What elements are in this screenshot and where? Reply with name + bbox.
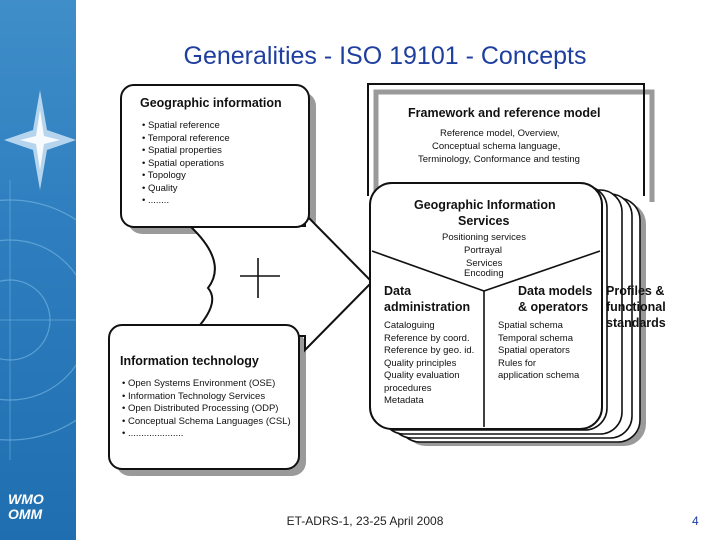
services-item: Services bbox=[466, 258, 503, 269]
list-item: Metadata bbox=[384, 395, 424, 406]
services-card bbox=[369, 182, 603, 430]
profiles-line-1: Profiles & bbox=[606, 284, 665, 298]
list-item: Cataloguing bbox=[384, 320, 435, 331]
services-heading-line-2: Services bbox=[458, 214, 510, 228]
geographic-information-list: Spatial reference Temporal reference Spa… bbox=[142, 120, 230, 208]
list-item: Temporal schema bbox=[498, 332, 573, 344]
list-item: Temporal reference bbox=[142, 133, 230, 146]
page-number: 4 bbox=[692, 514, 699, 528]
services-item: Portrayal bbox=[464, 245, 503, 256]
services-heading-line-1: Geographic Information bbox=[414, 198, 556, 212]
data-models-heading-line-2: & operators bbox=[518, 300, 589, 314]
list-item: Information Technology Services bbox=[122, 391, 291, 404]
divider-right bbox=[483, 250, 601, 292]
list-item: Quality principles bbox=[384, 357, 457, 369]
services-item: Positioning services bbox=[442, 232, 526, 243]
divider-left bbox=[371, 250, 485, 292]
framework-line-3: Terminology, Conformance and testing bbox=[418, 154, 580, 165]
list-item: Conceptual Schema Languages (CSL) bbox=[122, 416, 291, 429]
list-item: Spatial operators bbox=[498, 345, 570, 356]
information-technology-list: Open Systems Environment (OSE) Informati… bbox=[122, 378, 291, 441]
list-item: Spatial schema bbox=[498, 320, 563, 331]
footer-text: ET-ADRS-1, 23-25 April 2008 bbox=[286, 514, 444, 528]
information-technology-box: Information technology Open Systems Envi… bbox=[108, 324, 300, 470]
geographic-information-box: Geographic information Spatial reference… bbox=[120, 84, 310, 228]
list-item: Reference by geo. id. bbox=[384, 345, 475, 356]
list-item: Quality bbox=[142, 183, 230, 196]
list-item: Rules for bbox=[498, 357, 537, 369]
geographic-information-heading: Geographic information bbox=[140, 96, 282, 110]
data-administration-heading-line-2: administration bbox=[384, 300, 471, 314]
data-administration-list: Cataloguing Reference by coord. Referenc… bbox=[384, 320, 474, 408]
framework-heading: Framework and reference model bbox=[408, 106, 601, 120]
logo-line-wmo: WMO bbox=[8, 491, 44, 507]
framework-line-2: Conceptual schema language, bbox=[432, 141, 561, 152]
list-item: Spatial properties bbox=[142, 145, 230, 158]
list-item: Topology bbox=[142, 170, 230, 183]
page-title: Generalities - ISO 19101 - Concepts bbox=[183, 42, 587, 70]
list-item: ..................... bbox=[122, 428, 291, 441]
list-item: procedures bbox=[384, 382, 432, 394]
information-technology-heading: Information technology bbox=[120, 354, 259, 368]
list-item: Spatial operations bbox=[142, 158, 230, 171]
framework-line-1: Reference model, Overview, bbox=[440, 128, 560, 139]
framework-bracket bbox=[367, 83, 645, 196]
list-item: Open Distributed Processing (ODP) bbox=[122, 403, 291, 416]
list-item: Quality evaluation bbox=[384, 370, 460, 381]
sidebar-decoration: WMO OMM bbox=[0, 0, 76, 540]
list-item: ........ bbox=[142, 195, 230, 208]
list-item: application schema bbox=[498, 370, 580, 381]
logo-line-omm: OMM bbox=[8, 506, 43, 522]
wmo-logo: WMO OMM bbox=[8, 492, 44, 522]
data-administration-heading-line-1: Data bbox=[384, 284, 412, 298]
data-models-list: Spatial schema Temporal schema Spatial o… bbox=[498, 320, 579, 383]
services-item: Encoding bbox=[464, 268, 504, 279]
big-arrow-icon bbox=[187, 211, 374, 353]
list-item: Reference by coord. bbox=[384, 332, 470, 344]
list-item: Spatial reference bbox=[142, 120, 230, 133]
profiles-line-2: functional bbox=[606, 300, 666, 314]
data-models-heading-line-1: Data models bbox=[518, 284, 593, 298]
compass-decoration-icon bbox=[0, 90, 76, 460]
list-item: Open Systems Environment (OSE) bbox=[122, 378, 291, 391]
profiles-line-3: standards bbox=[606, 316, 666, 330]
